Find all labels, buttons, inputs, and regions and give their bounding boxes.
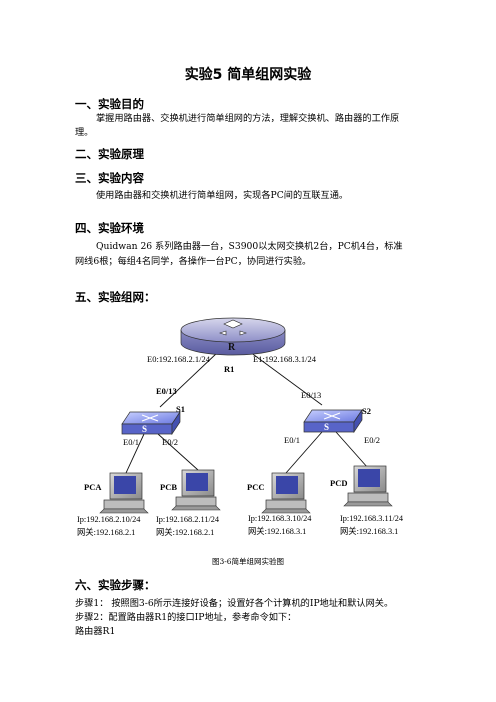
heading-principle: 二、实验原理	[75, 147, 144, 161]
figure-caption: 图3-6简单组网实验图	[211, 557, 285, 566]
router-interface-right: E1:192.168.3.1/24	[253, 354, 317, 364]
switch-s2-uplink-port: E0/13	[301, 390, 321, 400]
cables	[125, 351, 369, 474]
heading-environment: 四、实验环境	[75, 221, 144, 235]
switch-s1-uplink-port: E0/13	[156, 386, 177, 396]
pc-a-name: PCA	[84, 482, 102, 492]
switch-s1-arrows-icon	[141, 414, 159, 422]
pc-a-gateway: 网关:192.168.2.1	[77, 527, 135, 537]
heading-objective: 一、实验目的	[75, 97, 144, 111]
router-arrows-icon	[219, 319, 247, 336]
router-r1-label: 路由器R1	[75, 626, 116, 637]
pc-d-icon	[343, 465, 393, 507]
switch-s1-port-2: E0/2	[162, 437, 178, 447]
heading-topology: 五、实验组网：	[75, 290, 156, 304]
cable-s1-pca	[125, 433, 145, 474]
pc-a-icon	[99, 472, 149, 514]
pc-b-icon	[171, 469, 221, 511]
switch-s2-letter: S	[324, 422, 329, 432]
switch-s2-port-1: E0/1	[284, 435, 300, 445]
heading-steps: 六、实验步骤：	[75, 578, 156, 592]
pc-c-gateway: 网关:192.168.3.1	[248, 526, 306, 536]
switch-s1-port-1: E0/1	[123, 437, 139, 447]
pc-b-ip: Ip:192.168.2.11/24	[156, 515, 220, 524]
switch-s1-name: S1	[176, 404, 185, 414]
router-interface-left: E0:192.168.2.1/24	[147, 354, 211, 364]
switch-s2-port-2: E0/2	[364, 435, 380, 445]
step-2: 步骤2：配置路由器R1的接口IP地址，参考命令如下：	[75, 612, 297, 623]
switch-s2-name: S2	[362, 406, 371, 416]
switch-s1: S	[121, 410, 181, 436]
pc-c-ip: Ip:192.168.3.10/24	[248, 514, 312, 523]
pc-d-name: PCD	[330, 478, 347, 488]
cable-r1-s2	[249, 351, 323, 406]
router-r1: R	[180, 317, 286, 356]
content-line-1: 使用路由器和交换机进行简单组网，实现各PC间的互联互通。	[96, 190, 349, 201]
objective-line-2: 理。	[75, 127, 94, 138]
router-name: R1	[224, 364, 234, 374]
pc-c-icon	[261, 472, 311, 514]
switch-s1-letter: S	[142, 424, 147, 434]
page-title: 实验5 简单组网实验	[184, 67, 312, 83]
pc-a-ip: Ip:192.168.2.10/24	[77, 515, 141, 524]
cable-r1-s1	[159, 351, 219, 408]
switch-s2-arrows-icon	[323, 412, 341, 420]
pc-c-name: PCC	[247, 482, 264, 492]
environment-line-2: 网线6根；每组4名同学，各操作一台PC，协同进行实验。	[75, 256, 312, 267]
network-diagram: R R1 E0:192.168.2.1/24 E1:192.168.3.1/24…	[77, 317, 404, 537]
heading-content: 三、实验内容	[75, 171, 144, 185]
router-letter: R	[228, 342, 236, 353]
cable-s1-pcb	[157, 433, 199, 471]
environment-line-1: Quidwan 26 系列路由器一台，S3900以太网交换机2台，PC机4台，标…	[96, 241, 403, 252]
pc-d-ip: Ip:192.168.3.11/24	[340, 514, 404, 523]
step-1: 步骤1： 按照图3-6所示连接好设备；设置好各个计算机的IP地址和默认网关。	[75, 598, 394, 609]
switch-s2: S	[303, 408, 363, 434]
pc-d-gateway: 网关:192.168.3.1	[340, 526, 398, 536]
pc-b-name: PCB	[160, 482, 177, 492]
cable-s2-pcd	[335, 431, 369, 469]
cable-s2-pcc	[285, 431, 323, 474]
objective-line-1: 掌握用路由器、交换机进行简单组网的方法，理解交换机、路由器的工作原	[96, 113, 400, 124]
pc-b-gateway: 网关:192.168.2.1	[156, 527, 214, 537]
